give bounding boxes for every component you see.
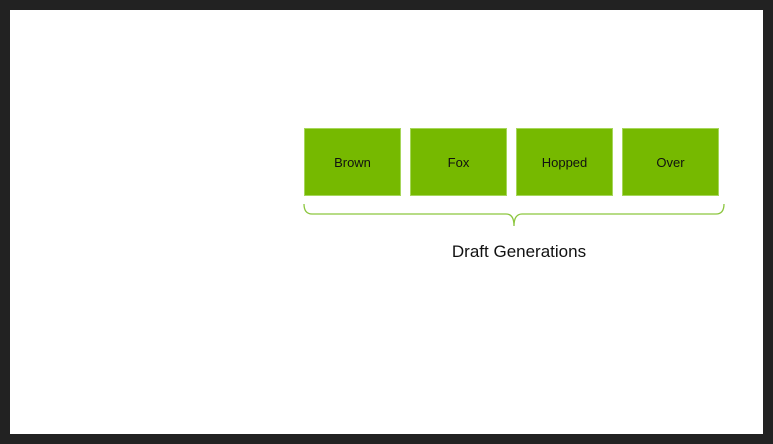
slide-canvas: Brown Fox Hopped Over Draft Generations: [10, 10, 763, 434]
curly-brace: [303, 203, 725, 227]
draft-token-label: Over: [656, 154, 685, 170]
draft-token-label: Brown: [334, 154, 371, 170]
draft-generations-caption: Draft Generations: [451, 242, 587, 261]
draft-token-box: Hopped: [516, 128, 613, 196]
draft-token-label: Fox: [447, 154, 470, 170]
draft-token-box: Brown: [304, 128, 401, 196]
draft-token-label: Hopped: [541, 154, 588, 170]
draft-token-box: Over: [622, 128, 719, 196]
draft-token-box: Fox: [410, 128, 507, 196]
